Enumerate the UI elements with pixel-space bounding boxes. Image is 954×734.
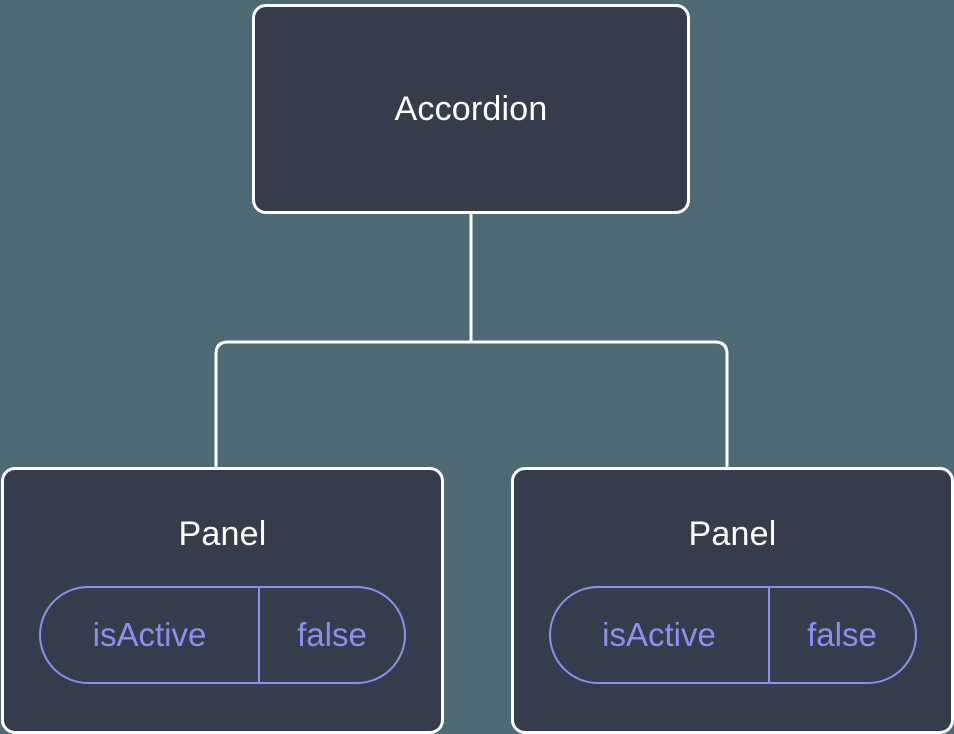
node-panel-0[interactable]: Panel isActive false [1,467,444,734]
prop-badge-isactive-0[interactable]: isActive false [39,586,406,684]
node-accordion[interactable]: Accordion [252,4,690,214]
node-panel-1[interactable]: Panel isActive false [511,467,954,734]
prop-key-0: isActive [92,616,207,653]
prop-divider-1 [767,588,770,682]
prop-badge-isactive-1[interactable]: isActive false [548,586,917,684]
prop-divider-0 [258,588,260,682]
prop-value-0: false [297,616,367,653]
edge-to-child-0 [214,340,471,470]
node-panel-1-title: Panel [688,515,777,553]
prop-value-1: false [807,616,877,653]
prop-key-1: isActive [602,616,716,653]
node-panel-0-title: Panel [178,515,267,553]
node-accordion-title: Accordion [394,90,548,128]
edge-to-child-1 [471,340,729,470]
